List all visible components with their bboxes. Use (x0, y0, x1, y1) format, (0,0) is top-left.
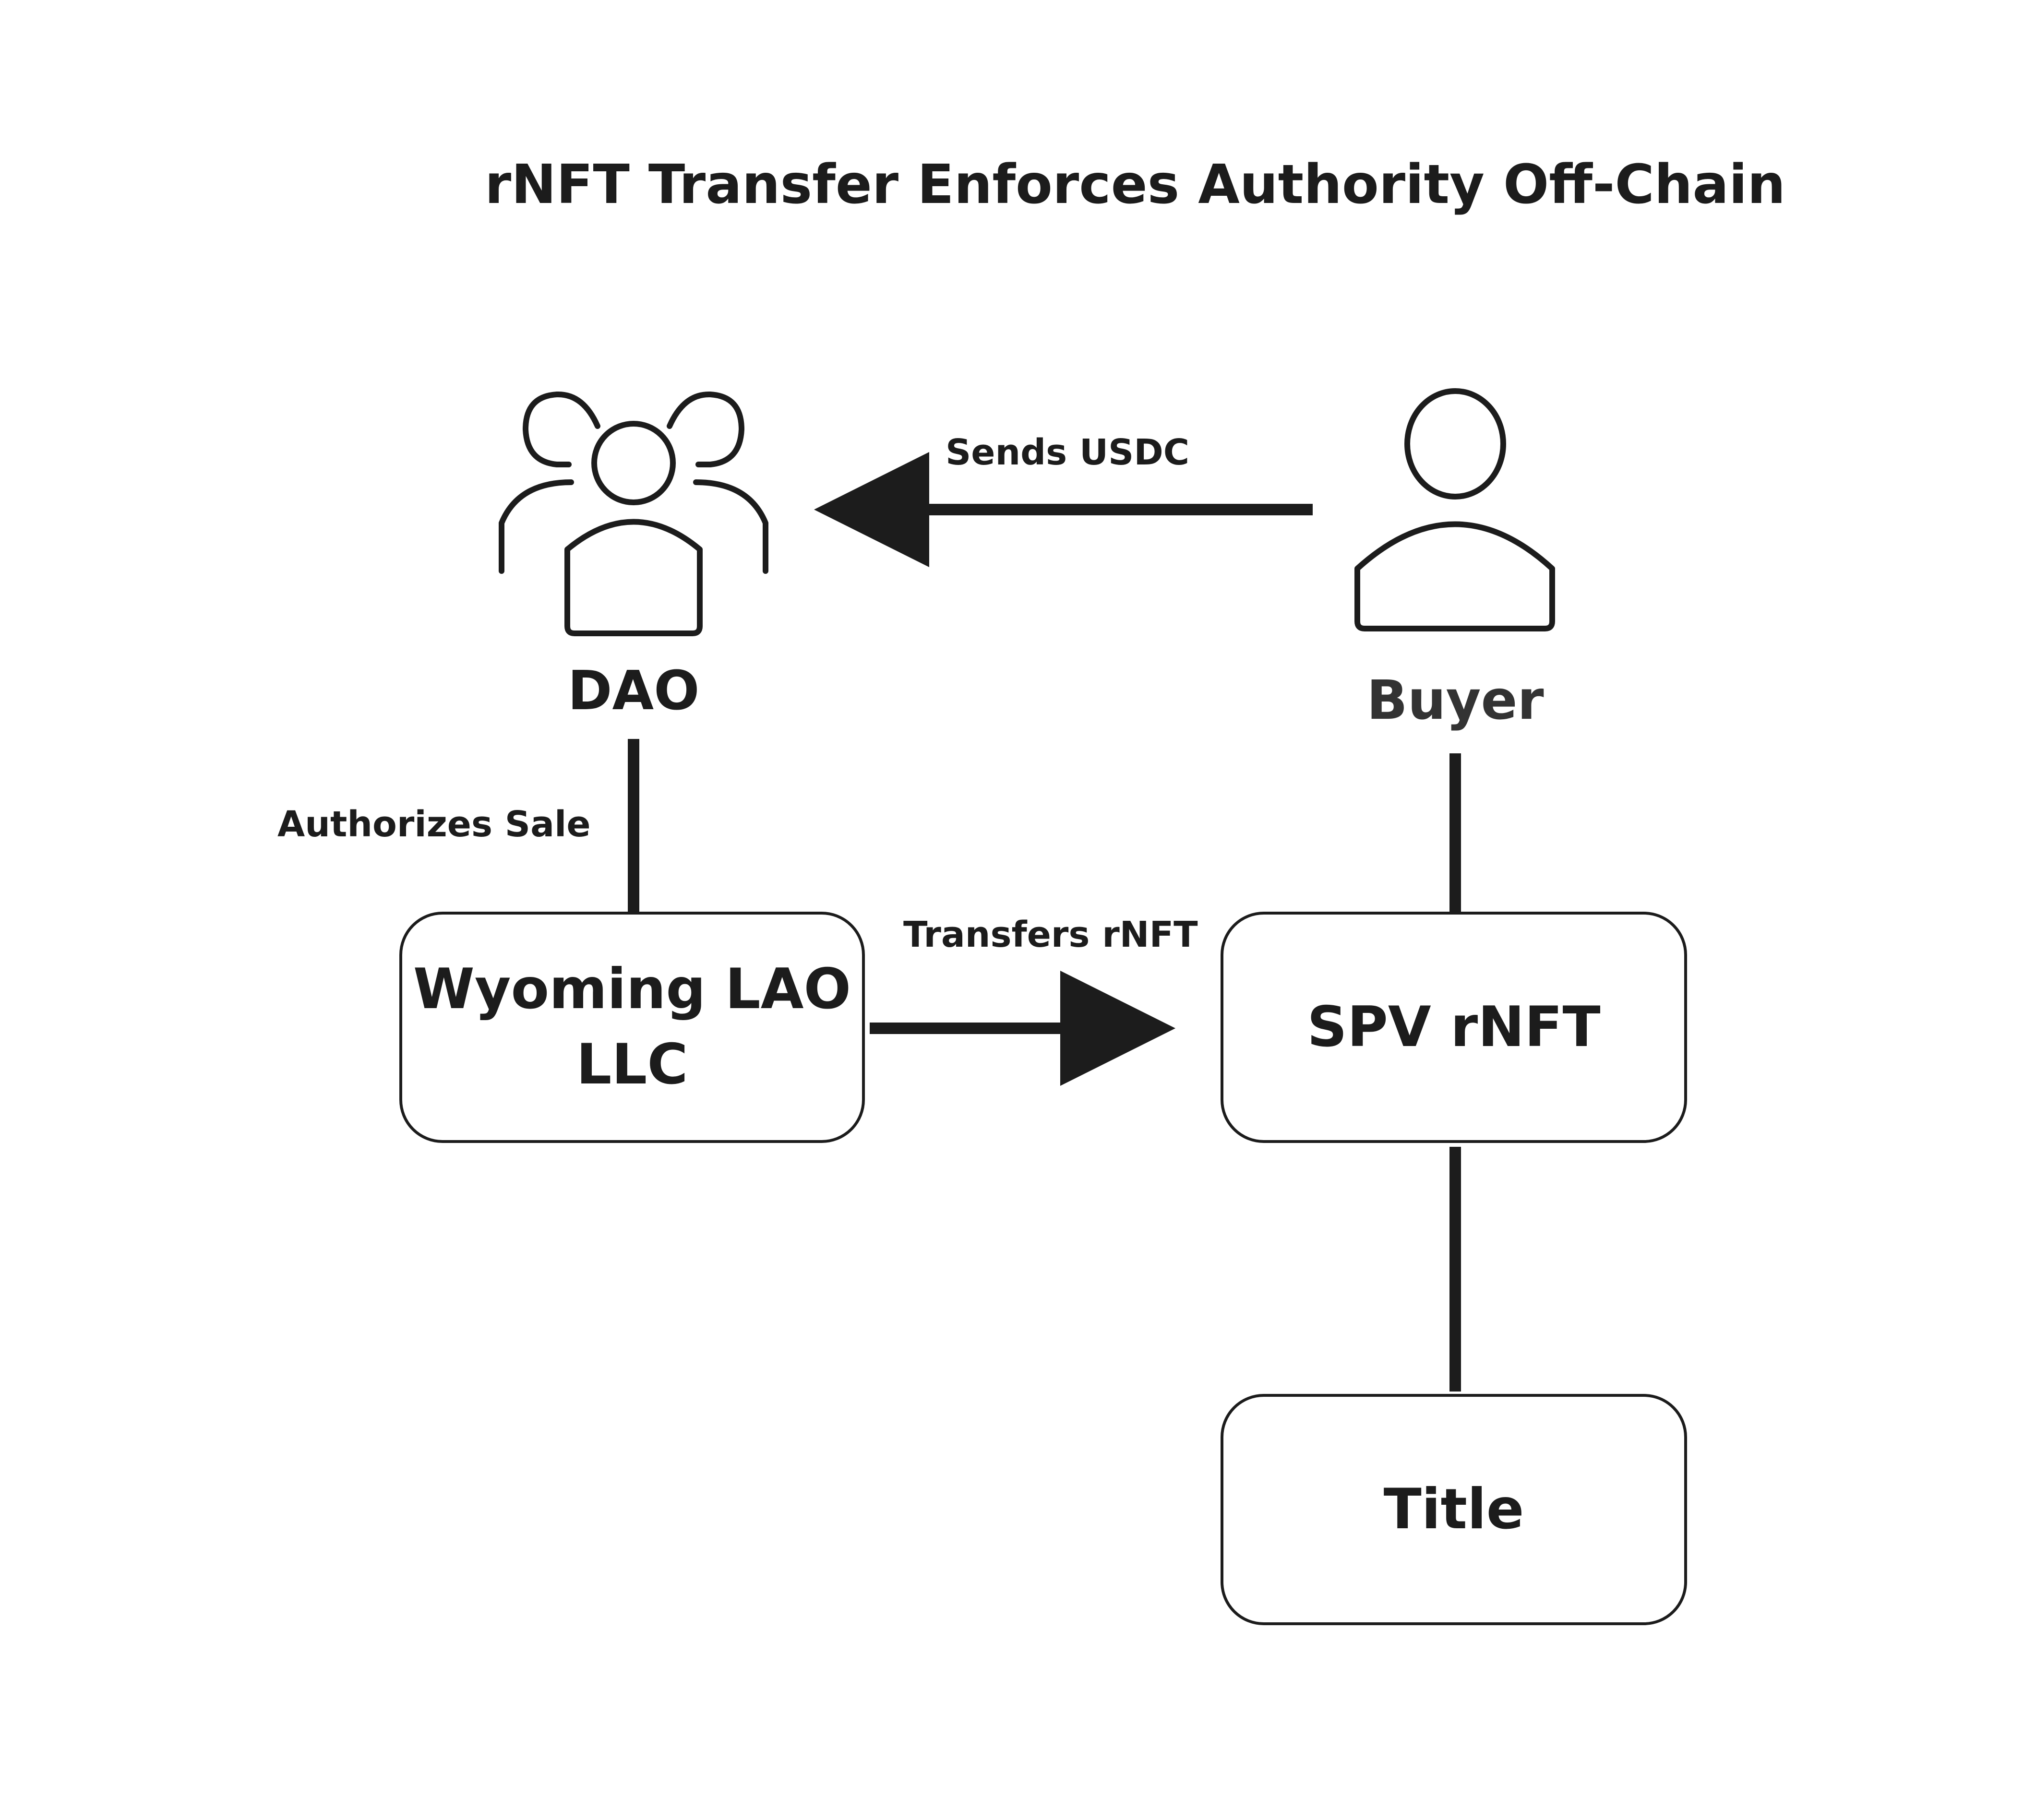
person-icon (1354, 388, 1555, 631)
group-icon (499, 391, 768, 636)
title-box: Title (1221, 1394, 1687, 1625)
title-box-text: Title (1383, 1476, 1524, 1542)
transfers-rnft-label: Transfers rNFT (903, 914, 1198, 955)
dao-label: DAO (567, 660, 700, 722)
wyoming-lao-llc-box: Wyoming LAO LLC (399, 912, 865, 1143)
buyer-label: Buyer (1366, 669, 1544, 732)
authorizes-sale-label: Authorizes Sale (277, 804, 591, 845)
spv-rnft-text: SPV rNFT (1307, 994, 1601, 1059)
diagram-title: rNFT Transfer Enforces Authority Off-Cha… (485, 154, 1786, 216)
spv-rnft-box: SPV rNFT (1221, 912, 1687, 1143)
sends-usdc-label: Sends USDC (946, 432, 1190, 473)
wyoming-lao-llc-text: Wyoming LAO LLC (413, 957, 851, 1097)
